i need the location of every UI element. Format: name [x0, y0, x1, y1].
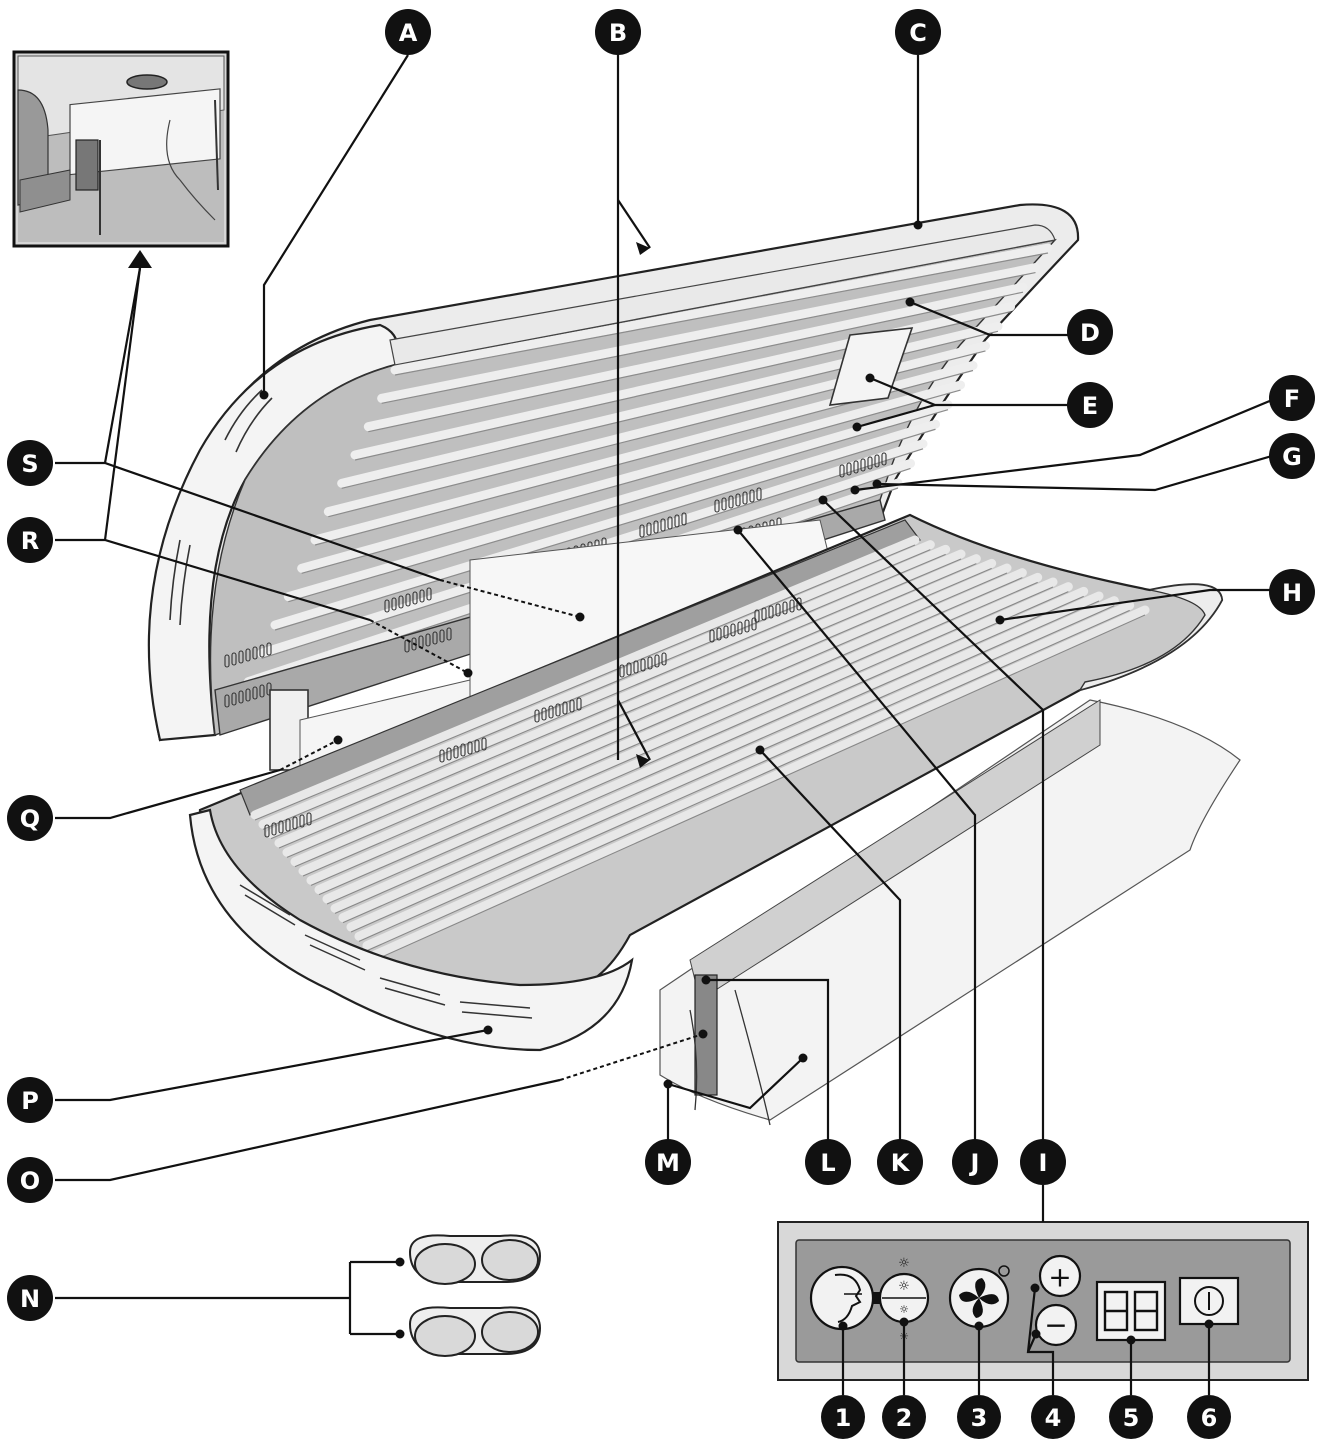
svg-text:D: D — [1080, 319, 1100, 347]
callout-h: H — [1269, 569, 1315, 615]
callout-6: 6 — [1187, 1395, 1231, 1439]
svg-text:E: E — [1082, 392, 1098, 420]
callout-n: N — [7, 1275, 53, 1321]
svg-text:L: L — [820, 1149, 835, 1177]
callout-a: A — [385, 9, 431, 55]
callout-j: J — [952, 1139, 998, 1185]
callout-3: 3 — [957, 1395, 1001, 1439]
svg-text:B: B — [609, 19, 627, 47]
svg-text:R: R — [21, 527, 39, 555]
callout-o: O — [7, 1157, 53, 1203]
svg-text:3: 3 — [971, 1404, 988, 1432]
callout-d: D — [1067, 309, 1113, 355]
svg-text:S: S — [21, 450, 38, 478]
svg-text:K: K — [891, 1149, 911, 1177]
minus-icon: − — [1044, 1309, 1067, 1342]
letter-callouts: A B C D E F G H I J K L M N O P Q R S — [7, 9, 1315, 1321]
callout-b: B — [595, 9, 641, 55]
decrease-button[interactable] — [1034, 1303, 1078, 1347]
sun-indicator-icon: ☼ — [898, 1256, 910, 1271]
callout-q: Q — [7, 795, 53, 841]
callout-r: R — [7, 517, 53, 563]
power-icon — [1194, 1286, 1224, 1316]
sun-low-icon: ☼ — [899, 1303, 909, 1316]
callout-g: G — [1269, 433, 1315, 479]
svg-text:6: 6 — [1201, 1404, 1218, 1432]
svg-text:C: C — [909, 19, 927, 47]
svg-text:P: P — [21, 1087, 39, 1115]
svg-text:J: J — [969, 1149, 980, 1177]
svg-text:H: H — [1282, 579, 1302, 607]
svg-text:1: 1 — [835, 1404, 852, 1432]
sun-high-icon: ☼ — [898, 1279, 910, 1294]
svg-text:M: M — [656, 1149, 680, 1177]
fan-icon — [959, 1278, 999, 1318]
svg-text:N: N — [20, 1285, 40, 1313]
increase-button[interactable] — [1038, 1254, 1082, 1298]
svg-text:F: F — [1284, 385, 1300, 413]
protective-goggles — [408, 1234, 542, 1357]
callout-s: S — [7, 440, 53, 486]
callout-i: I — [1020, 1139, 1066, 1185]
svg-text:I: I — [1039, 1149, 1048, 1177]
callout-1: 1 — [821, 1395, 865, 1439]
callout-m: M — [645, 1139, 691, 1185]
svg-text:O: O — [20, 1167, 40, 1195]
svg-text:A: A — [399, 19, 418, 47]
callout-f: F — [1269, 375, 1315, 421]
panel-leaders — [838, 1185, 1214, 1395]
callout-k: K — [877, 1139, 923, 1185]
hinge-column — [269, 519, 831, 771]
callout-c: C — [895, 9, 941, 55]
control-panel: ☼ ☼ ☼ ☼ + − — [777, 1221, 1309, 1381]
svg-text:2: 2 — [896, 1404, 913, 1432]
callout-p: P — [7, 1077, 53, 1123]
svg-text:G: G — [1282, 443, 1302, 471]
bed-base — [188, 513, 1241, 1126]
leader-lines — [55, 52, 1273, 1339]
number-callouts: 1 2 3 4 5 6 — [821, 1395, 1231, 1439]
callout-l: L — [805, 1139, 851, 1185]
callout-4: 4 — [1031, 1395, 1075, 1439]
svg-text:5: 5 — [1123, 1404, 1140, 1432]
callout-5: 5 — [1109, 1395, 1153, 1439]
svg-text:Q: Q — [20, 805, 40, 833]
callout-e: E — [1067, 382, 1113, 428]
callout-2: 2 — [882, 1395, 926, 1439]
svg-text:4: 4 — [1045, 1404, 1062, 1432]
plus-icon: + — [1048, 1261, 1071, 1294]
detail-inset — [12, 50, 230, 248]
